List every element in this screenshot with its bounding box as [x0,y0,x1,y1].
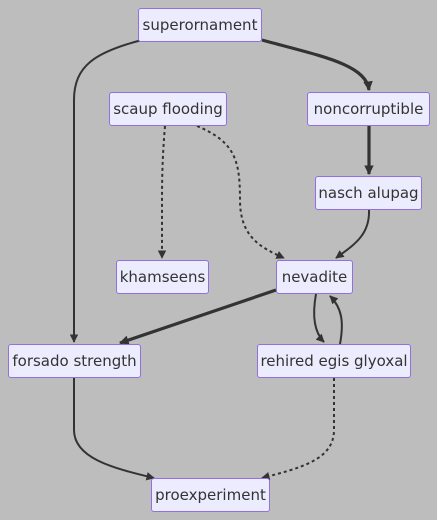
node-forsado-strength: forsado strength [8,344,141,378]
edge-nevadite-to-rehired-egis-glyoxal [313,293,325,343]
node-rehired-egis-glyoxal: rehired egis glyoxal [257,344,411,378]
node-label: proexperiment [155,485,266,504]
node-scaup-flooding: scaup flooding [109,92,227,126]
node-proexperiment: proexperiment [151,478,270,512]
node-khamseens: khamseens [116,260,209,294]
node-label: forsado strength [12,351,137,370]
node-label: scaup flooding [113,99,223,118]
node-label: nevadite [281,267,348,286]
node-label: khamseens [119,267,206,286]
node-label: superornament [142,15,258,34]
node-nasch-alupag: nasch alupag [315,176,422,210]
edge-scaup-flooding-to-khamseens [157,125,167,259]
edge-nevadite-to-forsado-strength [119,288,277,345]
edge-rehired-egis-glyoxal-to-proexperiment [261,378,335,481]
node-superornament: superornament [138,8,262,42]
node-noncorruptible: noncorruptible [307,92,430,126]
node-label: noncorruptible [313,99,424,118]
edge-rehired-egis-glyoxal-to-nevadite [329,295,343,345]
node-label: rehired egis glyoxal [260,351,408,370]
edge-forsado-strength-to-proexperiment [73,378,155,481]
edge-superornament-to-noncorruptible [261,38,373,91]
edge-scaup-flooding-to-nevadite [196,125,285,259]
edge-superornament-to-forsado-strength [69,39,143,343]
node-nevadite: nevadite [276,260,353,294]
node-label: nasch alupag [318,183,419,202]
edge-nasch-alupag-to-nevadite [335,209,371,259]
